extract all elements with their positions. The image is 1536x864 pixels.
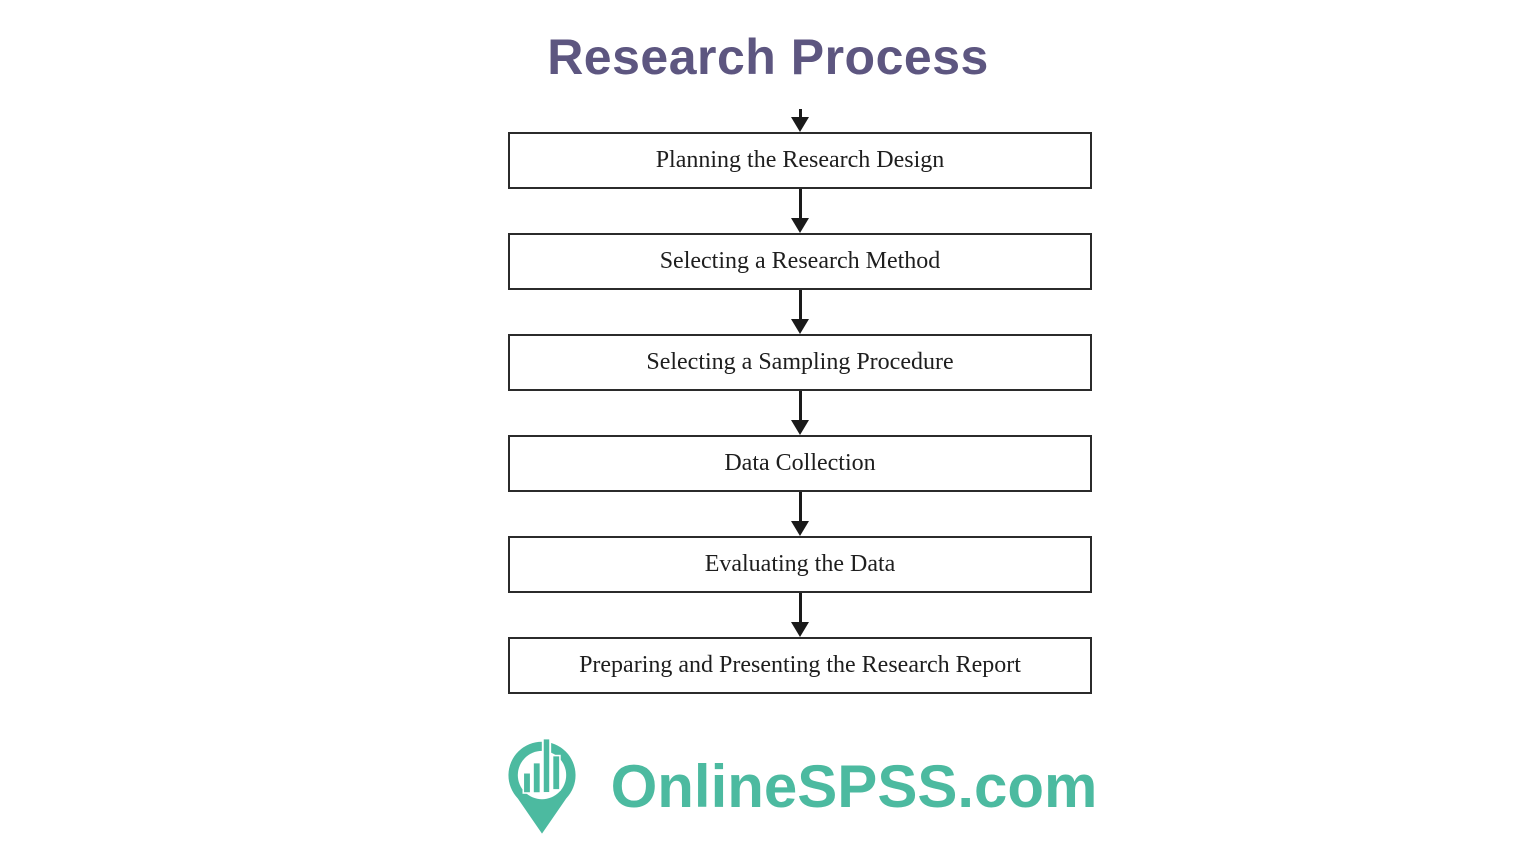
arrow-down-icon — [791, 189, 809, 233]
arrow-stem — [798, 290, 802, 319]
arrow-head — [791, 622, 809, 637]
arrow-head — [791, 117, 809, 132]
step-label: Planning the Research Design — [655, 147, 945, 173]
flow-step-preparing-presenting-report: Preparing and Presenting the Research Re… — [508, 637, 1092, 694]
flow-step-evaluating-the-data: Evaluating the Data — [508, 536, 1092, 593]
arrow-stem — [798, 593, 802, 622]
flow-step-selecting-research-method: Selecting a Research Method — [508, 233, 1092, 290]
step-label: Selecting a Sampling Procedure — [646, 349, 954, 375]
arrow-down-icon — [791, 106, 809, 132]
arrow-head — [791, 319, 809, 334]
arrow-head — [791, 521, 809, 536]
flow-step-selecting-sampling-procedure: Selecting a Sampling Procedure — [508, 334, 1092, 391]
arrow-down-icon — [791, 492, 809, 536]
page-title: Research Process — [547, 29, 989, 85]
brand-footer: OnlineSPSS.com — [32, 736, 1536, 836]
arrow-down-icon — [791, 290, 809, 334]
flowchart: Planning the Research Design Selecting a… — [508, 106, 1092, 694]
arrow-stem — [798, 109, 802, 117]
arrow-stem — [798, 189, 802, 218]
arrow-stem — [798, 492, 802, 521]
arrow-down-icon — [791, 391, 809, 435]
brand-name: OnlineSPSS.com — [610, 752, 1098, 820]
bar-chart-pin-icon — [508, 737, 576, 834]
step-label: Evaluating the Data — [704, 551, 896, 577]
step-label: Preparing and Presenting the Research Re… — [579, 652, 1021, 678]
flow-step-data-collection: Data Collection — [508, 435, 1092, 492]
flow-step-planning-research-design: Planning the Research Design — [508, 132, 1092, 189]
arrow-head — [791, 420, 809, 435]
step-label: Data Collection — [724, 450, 876, 476]
arrow-head — [791, 218, 809, 233]
arrow-stem — [798, 391, 802, 420]
step-label: Selecting a Research Method — [659, 248, 941, 274]
arrow-down-icon — [791, 593, 809, 637]
